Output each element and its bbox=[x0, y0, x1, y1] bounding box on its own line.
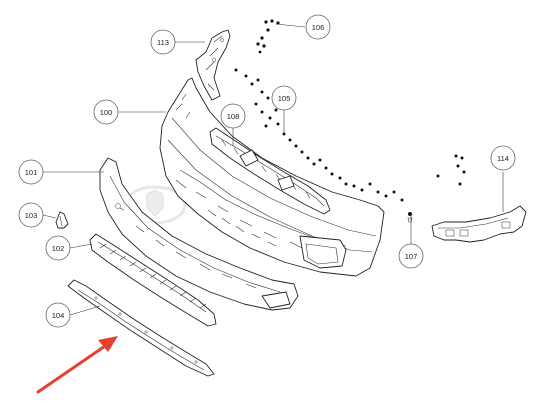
clips-106[interactable] bbox=[256, 19, 280, 54]
callout-label: 104 bbox=[52, 311, 65, 320]
highlight-arrow bbox=[36, 336, 118, 394]
callout-label: 113 bbox=[157, 38, 169, 47]
callout-104[interactable]: 104 bbox=[45, 302, 71, 328]
callout-106[interactable]: 106 bbox=[305, 14, 331, 40]
callout-100[interactable]: 100 bbox=[93, 99, 119, 125]
skid-strip-104[interactable] bbox=[67, 279, 215, 377]
clip-107[interactable] bbox=[407, 212, 413, 223]
callout-105[interactable]: 105 bbox=[271, 85, 297, 111]
callout-label: 105 bbox=[278, 94, 291, 103]
callout-113[interactable]: 113 bbox=[150, 29, 176, 55]
callout-label: 100 bbox=[100, 108, 113, 117]
callout-label: 108 bbox=[227, 112, 240, 121]
callout-114[interactable]: 114 bbox=[490, 145, 516, 171]
callout-108[interactable]: 108 bbox=[220, 103, 246, 129]
lower-grille-102[interactable] bbox=[89, 233, 217, 327]
callout-102[interactable]: 102 bbox=[45, 235, 71, 261]
callout-label: 114 bbox=[497, 154, 509, 163]
callout-label: 102 bbox=[52, 244, 65, 253]
clips-105[interactable] bbox=[234, 68, 404, 202]
callout-107[interactable]: 107 bbox=[398, 243, 424, 269]
leader-lines bbox=[42, 23, 504, 316]
clip-103[interactable] bbox=[55, 211, 69, 229]
callout-label: 106 bbox=[312, 23, 325, 32]
lower-trim-101[interactable] bbox=[99, 157, 299, 311]
callout-101[interactable]: 101 bbox=[18, 159, 44, 185]
grille-strip-108[interactable] bbox=[209, 127, 331, 215]
callout-103[interactable]: 103 bbox=[18, 202, 44, 228]
callout-label: 107 bbox=[405, 252, 418, 261]
callout-label: 101 bbox=[25, 168, 38, 177]
callout-label: 103 bbox=[25, 211, 38, 220]
bracket-113[interactable] bbox=[195, 29, 231, 101]
bracket-114[interactable] bbox=[431, 154, 527, 243]
